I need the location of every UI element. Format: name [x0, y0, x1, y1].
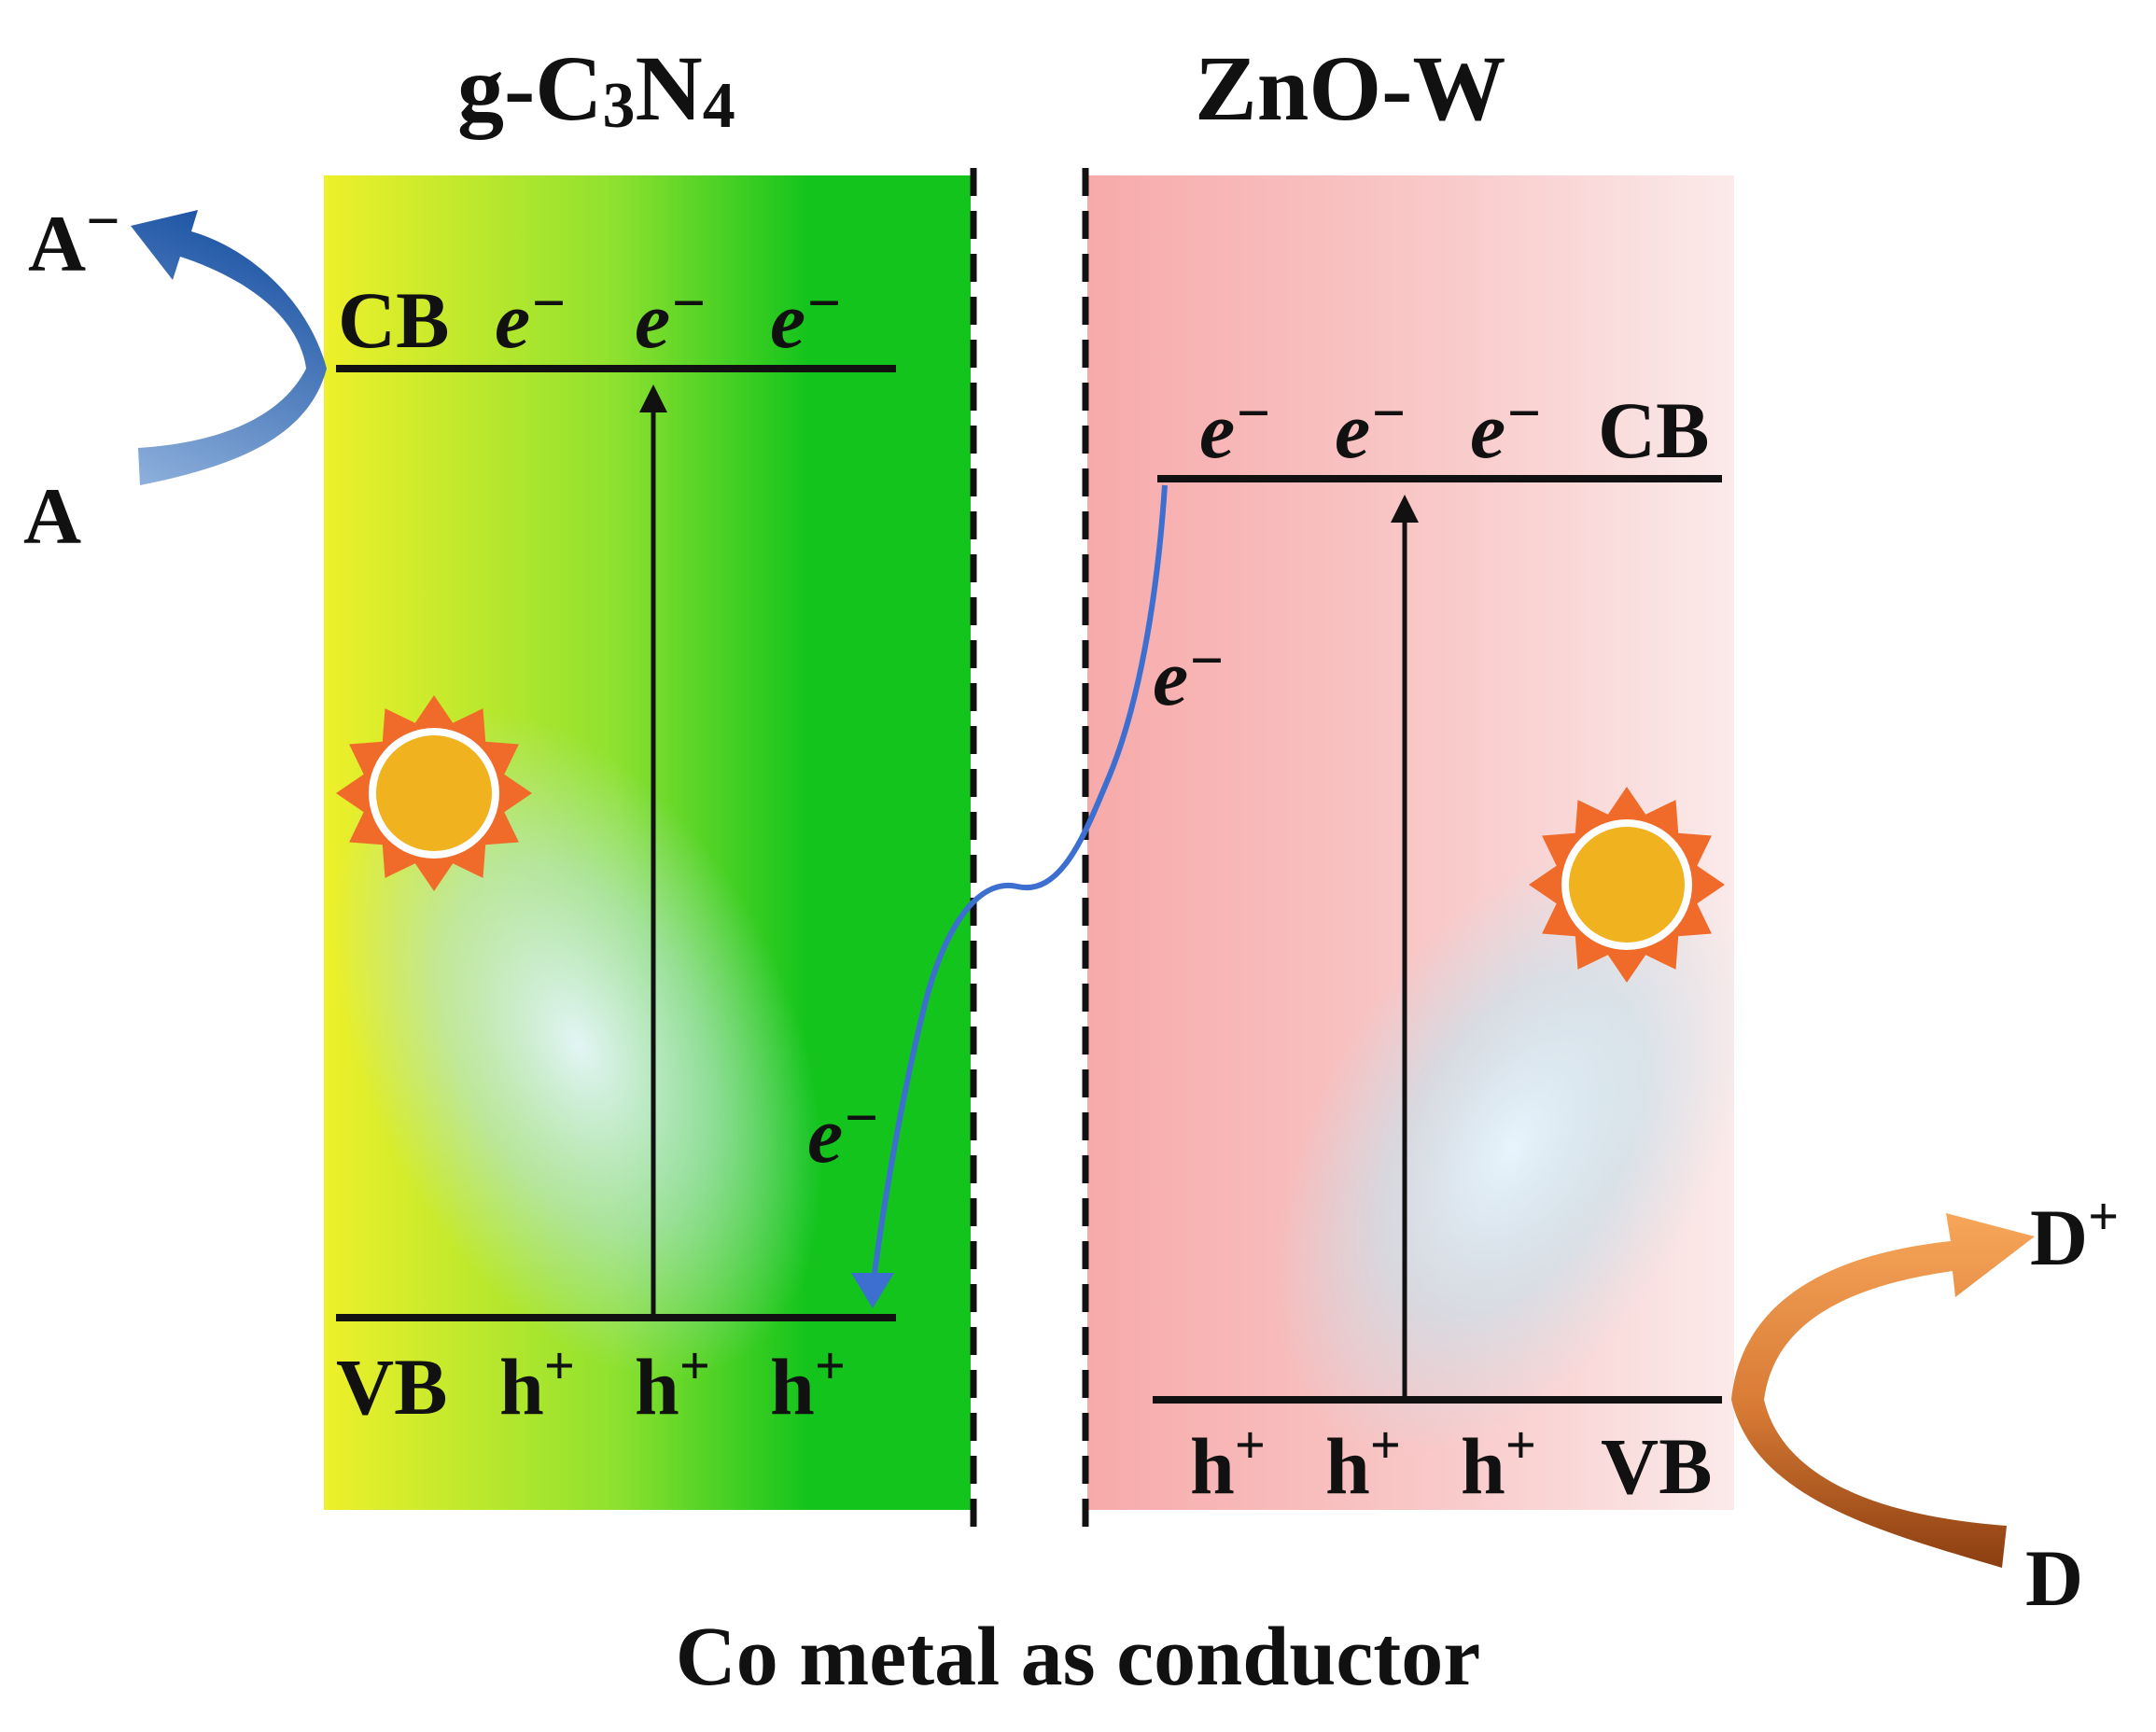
right-material-title: ZnO-W	[1195, 36, 1505, 140]
transfer-electron-label-upper: e−	[1153, 627, 1225, 722]
left-hole: h+	[635, 1335, 710, 1432]
acceptor-product-label: A−	[28, 188, 120, 288]
electron-transfer-arrowhead	[851, 1273, 894, 1308]
acceptor-reduction-arrow	[131, 210, 327, 485]
sun-icon	[1529, 787, 1725, 983]
right-hole: h+	[1461, 1415, 1536, 1511]
sun-icon	[336, 695, 532, 891]
left-hole: h+	[499, 1335, 575, 1432]
right-vb-holes: h+ h+ h+	[1190, 1415, 1536, 1511]
right-electron: e−	[1335, 380, 1407, 475]
left-vb-label: VB	[336, 1342, 447, 1432]
sun-disk	[1569, 827, 1685, 943]
light-glow-left	[332, 711, 825, 1379]
electron-transfer-path	[870, 484, 1168, 1289]
right-cb-electrons: e− e− e−	[1199, 380, 1542, 475]
left-cb-label: CB	[338, 275, 449, 365]
transfer-electron-label-lower: e−	[807, 1084, 879, 1180]
right-vb-label: VB	[1601, 1421, 1712, 1511]
left-vb-holes: h+ h+ h+	[499, 1335, 846, 1432]
donor-product-label: D+	[2030, 1186, 2119, 1282]
sun-disk	[376, 735, 492, 851]
right-electron: e−	[1470, 380, 1542, 475]
donor-label: D	[2025, 1533, 2083, 1623]
left-electron: e−	[770, 270, 842, 365]
left-cb-electrons: e− e− e−	[495, 270, 842, 365]
right-cb-label: CB	[1598, 385, 1709, 475]
left-electron: e−	[635, 270, 707, 365]
right-electron: e−	[1199, 380, 1271, 475]
right-hole: h+	[1190, 1415, 1266, 1511]
left-material-title: g-C3N4	[457, 36, 735, 142]
right-hole: h+	[1325, 1415, 1401, 1511]
left-electron: e−	[495, 270, 567, 365]
light-glow-right	[1273, 841, 1751, 1455]
left-hole: h+	[770, 1335, 846, 1432]
donor-oxidation-arrow	[1731, 1213, 2035, 1568]
conductor-caption: Co metal as conductor	[676, 1611, 1480, 1703]
acceptor-label: A	[23, 471, 81, 561]
